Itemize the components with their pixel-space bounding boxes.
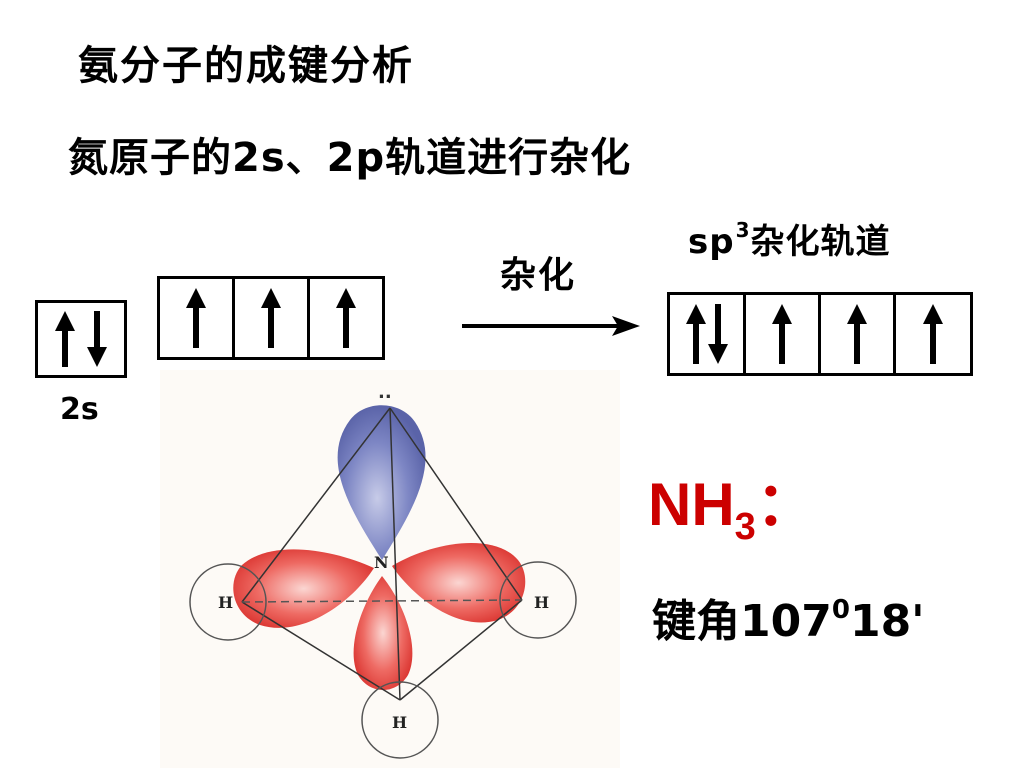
angle-degrees: 107 — [740, 596, 832, 647]
arrow-down-icon — [87, 311, 107, 367]
h-left-label: H — [218, 593, 233, 612]
hydrogen-left-circle — [189, 563, 267, 641]
orbital-2s-box — [35, 300, 127, 378]
orbital-sp3-cell — [670, 295, 746, 373]
page-subtitle: 氮原子的2s、2p轨道进行杂化 — [68, 135, 632, 181]
arrow-up-icon — [186, 288, 206, 348]
angle-prefix: 键角 — [652, 596, 740, 647]
h-bottom-label: H — [392, 713, 407, 732]
lone-pair-dots: .. — [378, 382, 392, 403]
orbital-sp3-cell — [896, 295, 970, 373]
orbital-2p-cell — [235, 279, 310, 357]
arrow-up-icon — [261, 288, 281, 348]
arrow-up-icon — [772, 304, 792, 364]
orbital-2p-cell — [310, 279, 382, 357]
h-right-label: H — [534, 593, 549, 612]
arrow-down-icon — [707, 304, 728, 364]
hydrogen-bottom-circle — [361, 681, 439, 759]
nh3-molecule-diagram: H H H N .. — [160, 370, 620, 768]
orbital-2s-label: 2s — [60, 392, 99, 427]
sp3-label-rest: 杂化轨道 — [750, 222, 891, 262]
hh-dashed-line — [241, 599, 523, 603]
orbital-2p-box — [157, 276, 385, 360]
tetrahedron-edges — [241, 407, 523, 701]
bond-lobe-left — [233, 549, 374, 628]
hybridize-label: 杂化 — [500, 255, 577, 296]
arrow-up-icon — [685, 304, 706, 364]
angle-degree-sup: 0 — [831, 595, 850, 625]
sp3-label-main: sp — [688, 222, 735, 262]
n-center-label: N — [374, 553, 389, 572]
bond-angle: 键角107018' — [652, 580, 925, 652]
page-title: 氨分子的成键分析 — [78, 43, 414, 89]
orbital-sp3-cell — [746, 295, 821, 373]
arrow-up-icon — [336, 288, 356, 348]
arrow-up-icon — [847, 304, 867, 364]
bond-lobe-bottom — [353, 576, 413, 690]
lone-pair-lobe — [337, 405, 426, 560]
arrow-right-icon — [462, 316, 640, 336]
orbital-2s-cell — [38, 303, 124, 375]
nh3-formula: NH3： — [648, 470, 816, 562]
arrow-up-icon — [923, 304, 943, 364]
formula-subscript: 3 — [734, 506, 756, 548]
formula-main: NH — [648, 471, 735, 538]
orbital-sp3-box — [667, 292, 973, 376]
sp3-orbital-label: sp3杂化轨道 — [688, 214, 891, 263]
sp3-label-exponent: 3 — [735, 218, 751, 242]
orbital-2p-cell — [160, 279, 235, 357]
hydrogen-right-circle — [499, 561, 577, 639]
angle-minutes: 18' — [849, 596, 925, 647]
arrow-up-icon — [55, 311, 75, 367]
formula-colon: ： — [755, 471, 816, 538]
bond-lobe-right — [392, 543, 526, 623]
orbital-sp3-cell — [821, 295, 896, 373]
